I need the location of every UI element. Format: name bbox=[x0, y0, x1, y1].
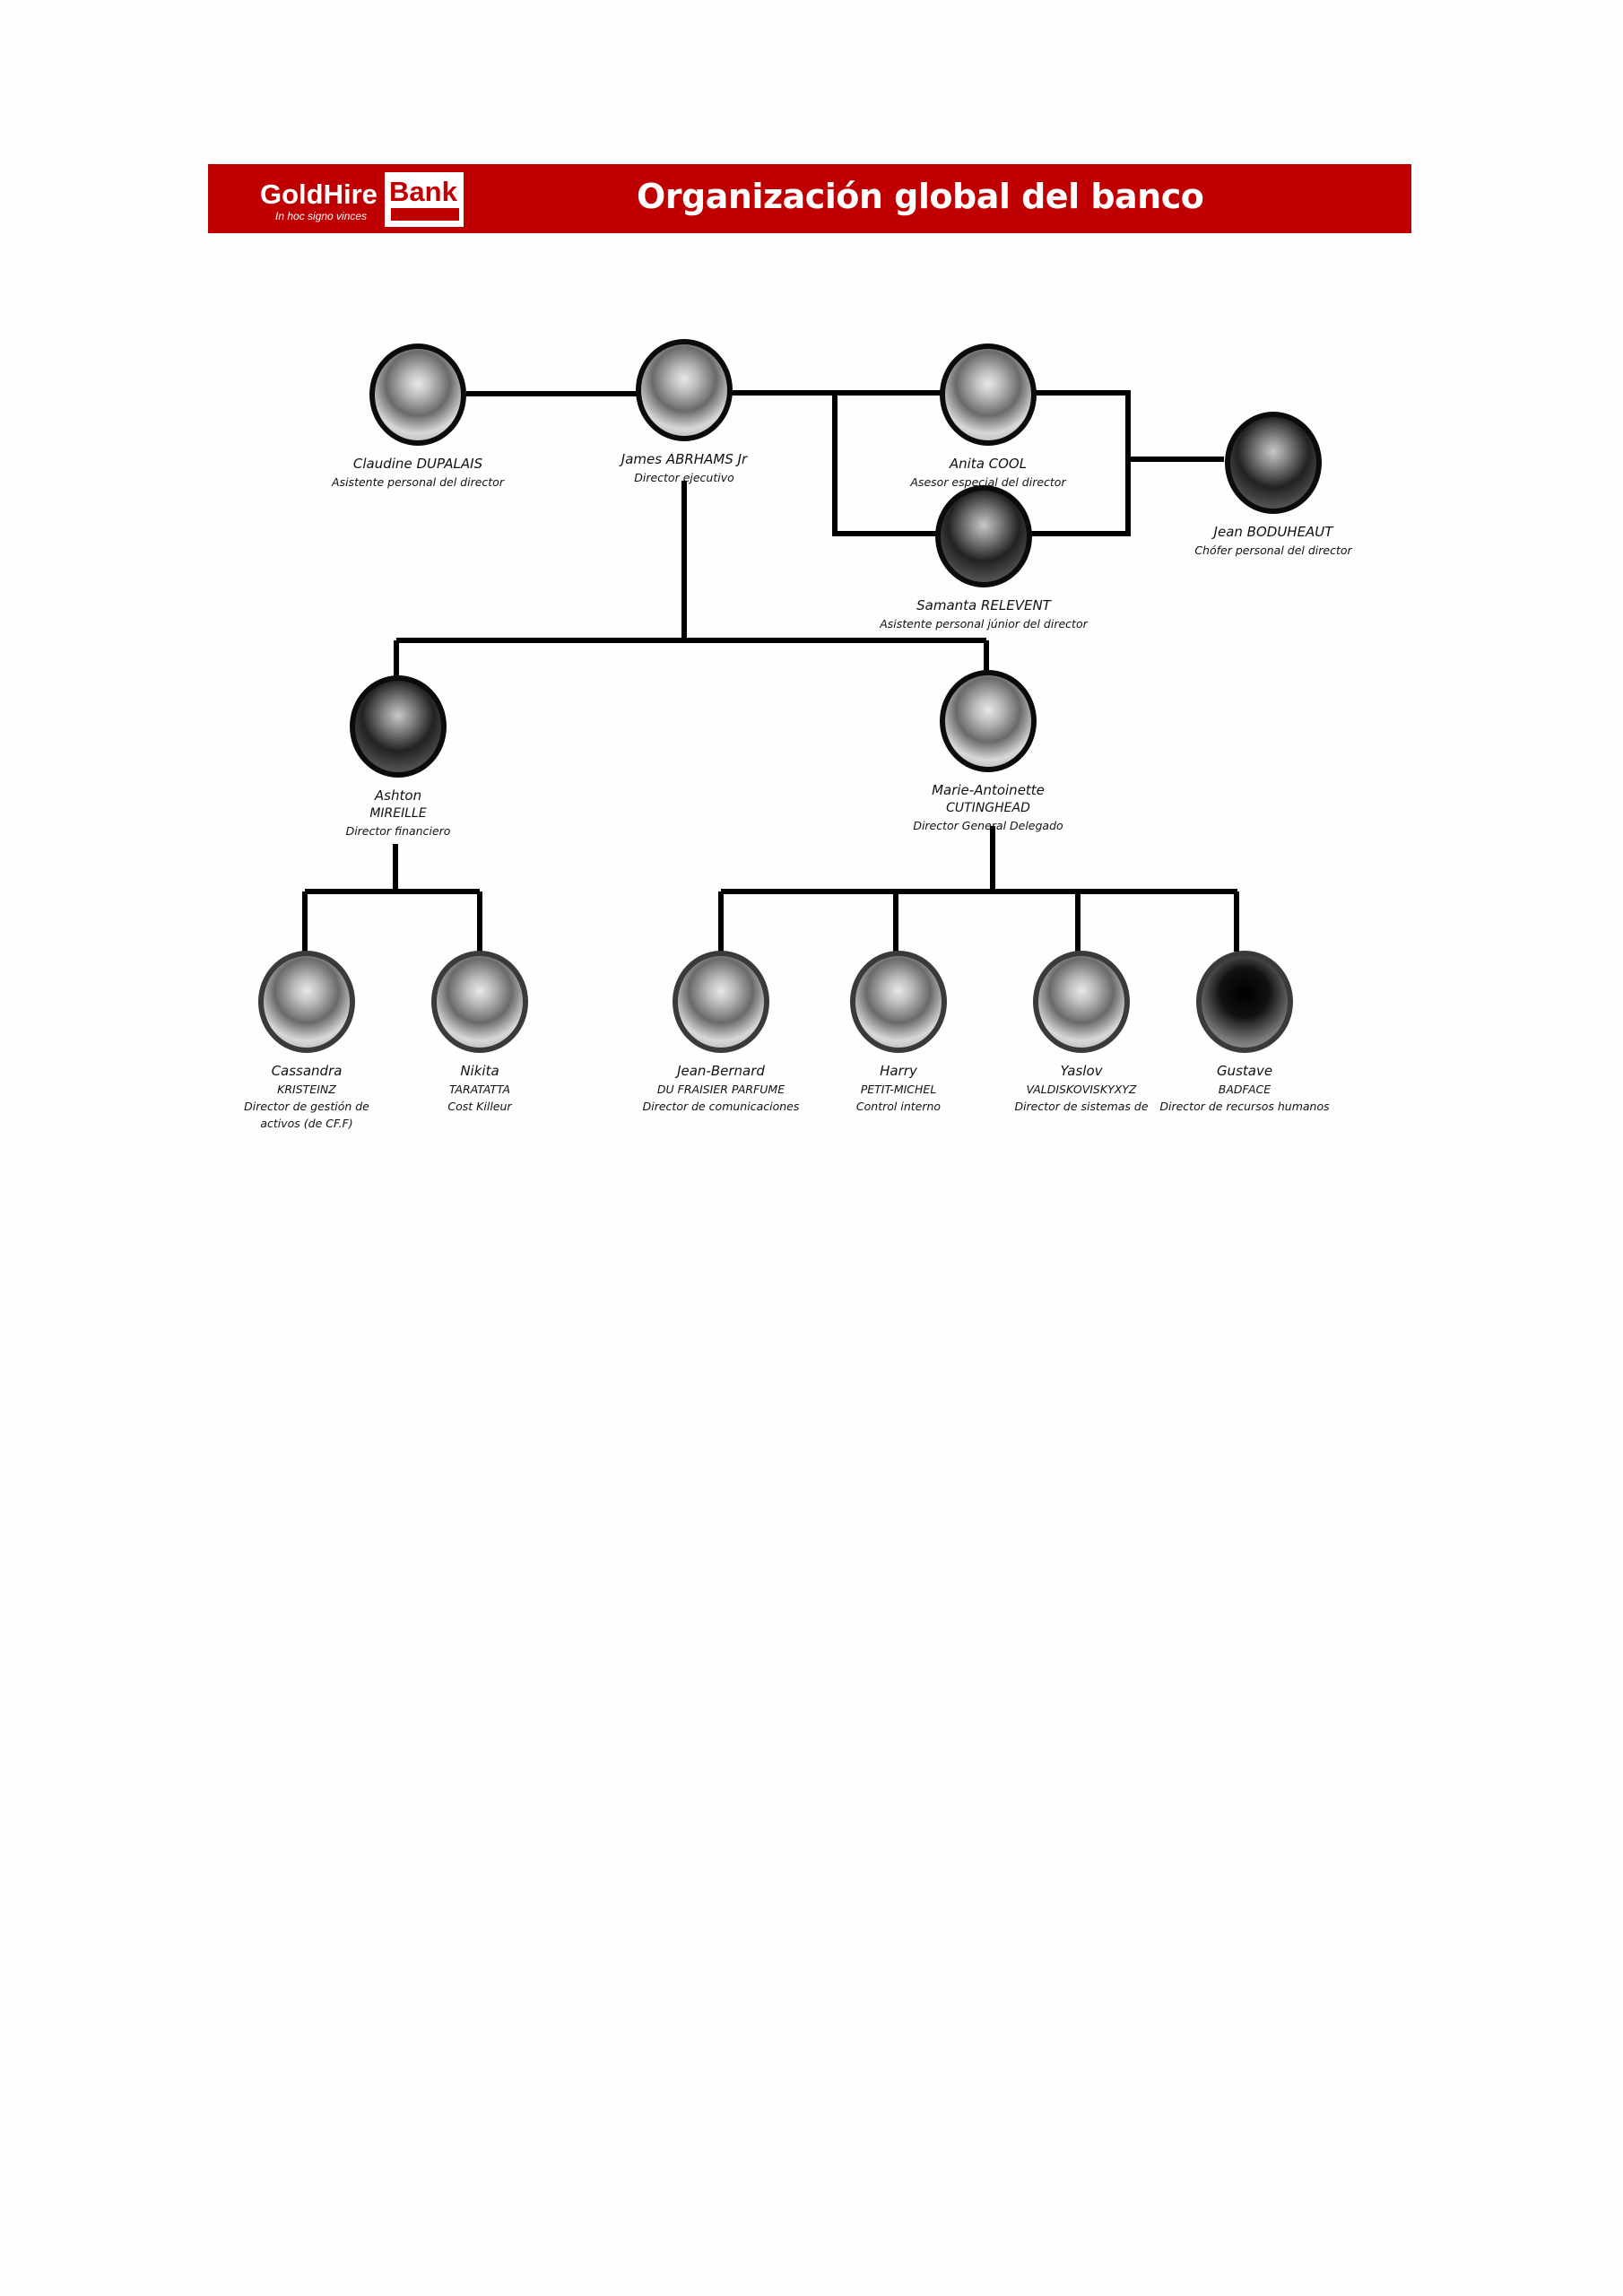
person-name: Samanta RELEVENT bbox=[916, 597, 1051, 613]
person-samanta: Samanta RELEVENT Asistente personal júni… bbox=[858, 485, 1109, 632]
person-name: James ABRHAMS Jr bbox=[621, 451, 748, 467]
person-last-name: PETIT-MICHEL bbox=[860, 1083, 937, 1096]
person-role: Director de recursos humanos bbox=[1159, 1100, 1330, 1113]
person-role: Director financiero bbox=[345, 824, 451, 838]
person-harry: Harry PETIT-MICHEL Control interno bbox=[791, 951, 1006, 1115]
person-claudine: Claudine DUPALAIS Asistente personal del… bbox=[310, 344, 525, 491]
avatar bbox=[850, 951, 947, 1053]
brand-box-text: Bank bbox=[389, 176, 457, 207]
logo-bar bbox=[390, 207, 460, 222]
person-first-name: Marie-Antoinette bbox=[932, 782, 1045, 798]
person-last-name: TARATATTA bbox=[448, 1083, 511, 1096]
person-name: Anita COOL bbox=[949, 456, 1028, 472]
person-jean: Jean BODUHEAUT Chófer personal del direc… bbox=[1166, 412, 1381, 559]
person-role: Asesor especial del director bbox=[910, 475, 1066, 489]
person-role: Director de sistemas de bbox=[1014, 1100, 1149, 1113]
avatar bbox=[940, 344, 1037, 446]
person-last-name: BADFACE bbox=[1218, 1083, 1271, 1096]
person-james: James ABRHAMS Jr Director ejecutivo bbox=[577, 339, 792, 486]
person-role: Asistente personal del director bbox=[332, 475, 504, 489]
avatar bbox=[636, 339, 733, 441]
avatar bbox=[673, 951, 769, 1053]
person-marie: Marie-Antoinette CUTINGHEAD Director Gen… bbox=[881, 670, 1096, 834]
avatar bbox=[350, 675, 447, 778]
person-ashton: Ashton MIREILLE Director financiero bbox=[291, 675, 506, 839]
person-name: Claudine DUPALAIS bbox=[352, 456, 483, 472]
person-last-name: VALDISKOVISKYXYZ bbox=[1026, 1083, 1137, 1096]
person-role: Asistente personal júnior del director bbox=[880, 617, 1088, 631]
person-anita: Anita COOL Asesor especial del director bbox=[881, 344, 1096, 491]
person-first-name: Gustave bbox=[1216, 1063, 1273, 1079]
person-role: Director de gestión de bbox=[244, 1100, 369, 1113]
brand-name: GoldHire bbox=[260, 178, 378, 210]
person-role: Director General Delegado bbox=[913, 819, 1063, 832]
person-last-name: KRISTEINZ bbox=[277, 1083, 336, 1096]
person-first-name: Yaslov bbox=[1060, 1063, 1103, 1079]
person-first-name: Cassandra bbox=[271, 1063, 343, 1079]
person-role: Director de comunicaciones bbox=[642, 1100, 800, 1113]
person-last-name: CUTINGHEAD bbox=[946, 801, 1030, 815]
person-role: Director ejecutivo bbox=[634, 471, 734, 484]
avatar bbox=[369, 344, 466, 446]
person-role: Chófer personal del director bbox=[1194, 544, 1352, 557]
avatar bbox=[935, 485, 1032, 587]
person-nikita: Nikita TARATATTA Cost Killeur bbox=[372, 951, 587, 1115]
avatar bbox=[1196, 951, 1293, 1053]
person-first-name: Ashton bbox=[374, 787, 422, 804]
avatar bbox=[258, 951, 355, 1053]
avatar bbox=[940, 670, 1037, 772]
person-cassandra: Cassandra KRISTEINZ Director de gestión … bbox=[199, 951, 414, 1132]
person-first-name: Harry bbox=[880, 1063, 917, 1079]
person-yaslov: Yaslov VALDISKOVISKYXYZ Director de sist… bbox=[992, 951, 1171, 1115]
person-first-name: Jean-Bernard bbox=[677, 1063, 765, 1079]
person-last-name: DU FRAISIER PARFUME bbox=[656, 1083, 785, 1096]
person-jean-bernard: Jean-Bernard DU FRAISIER PARFUME Directo… bbox=[613, 951, 829, 1115]
avatar bbox=[431, 951, 528, 1053]
page-title: Organización global del banco bbox=[637, 177, 1204, 216]
brand-logo-box: Bank bbox=[385, 172, 464, 227]
header-banner: GoldHire In hoc signo vinces Bank Organi… bbox=[208, 164, 1411, 233]
person-role: Control interno bbox=[855, 1100, 942, 1113]
person-role-line2: activos (de CF.F) bbox=[260, 1117, 353, 1130]
avatar bbox=[1225, 412, 1322, 514]
person-first-name: Nikita bbox=[460, 1063, 499, 1079]
brand-tagline: In hoc signo vinces bbox=[275, 210, 368, 222]
person-gustave: Gustave BADFACE Director de recursos hum… bbox=[1155, 951, 1334, 1115]
person-role: Cost Killeur bbox=[447, 1100, 512, 1113]
avatar bbox=[1033, 951, 1130, 1053]
person-last-name: MIREILLE bbox=[369, 806, 427, 821]
person-name: Jean BODUHEAUT bbox=[1213, 524, 1333, 540]
